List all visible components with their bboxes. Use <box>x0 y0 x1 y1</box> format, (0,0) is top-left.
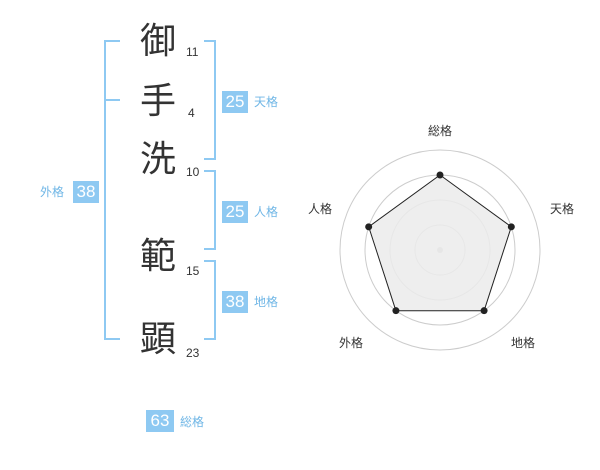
radar-axis-label-tenkaku: 天格 <box>550 202 575 216</box>
radar-point-3 <box>392 307 400 315</box>
name-char-5: 顕 <box>140 319 177 360</box>
soukaku-badge: 63 <box>146 410 174 432</box>
stroke-count-5: 23 <box>186 346 200 360</box>
chikaku-label: 地格 <box>254 295 279 309</box>
radar-axis-label-gaikaku: 外格 <box>339 336 364 350</box>
tenkaku-bracket <box>204 40 216 160</box>
radar-point-1 <box>507 223 515 231</box>
jinkaku-bracket <box>204 170 216 250</box>
tenkaku-label: 天格 <box>254 95 279 109</box>
radar-axis-label-soukaku: 総格 <box>428 124 453 138</box>
jinkaku-badge: 25 <box>222 201 248 223</box>
stroke-count-2: 4 <box>188 106 195 120</box>
chikaku-bracket <box>204 260 216 340</box>
radar-axis-label-chikaku: 地格 <box>511 336 536 350</box>
radar-point-4 <box>365 223 373 231</box>
name-char-4: 範 <box>140 236 177 277</box>
radar-grid-ring <box>339 149 541 351</box>
chikaku-badge: 38 <box>222 291 248 313</box>
soukaku-label: 総格 <box>180 415 205 429</box>
stroke-count-1: 11 <box>186 45 199 59</box>
gaikaku-bracket-tick <box>104 99 120 101</box>
gaikaku-badge: 38 <box>73 181 99 203</box>
radar-point-0 <box>436 171 444 179</box>
gaikaku-bracket <box>104 40 120 340</box>
tenkaku-badge: 25 <box>222 91 248 113</box>
radar-axis-label-jinkaku: 人格 <box>308 202 333 216</box>
radar-polygon <box>368 174 512 312</box>
name-char-1: 御 <box>140 21 177 62</box>
gaikaku-label: 外格 <box>40 185 65 199</box>
radar-point-2 <box>480 307 488 315</box>
name-char-2: 手 <box>140 81 177 122</box>
stroke-count-3: 10 <box>186 165 200 179</box>
stroke-count-4: 15 <box>186 264 200 278</box>
name-char-3: 洗 <box>140 139 177 180</box>
jinkaku-label: 人格 <box>254 205 279 219</box>
